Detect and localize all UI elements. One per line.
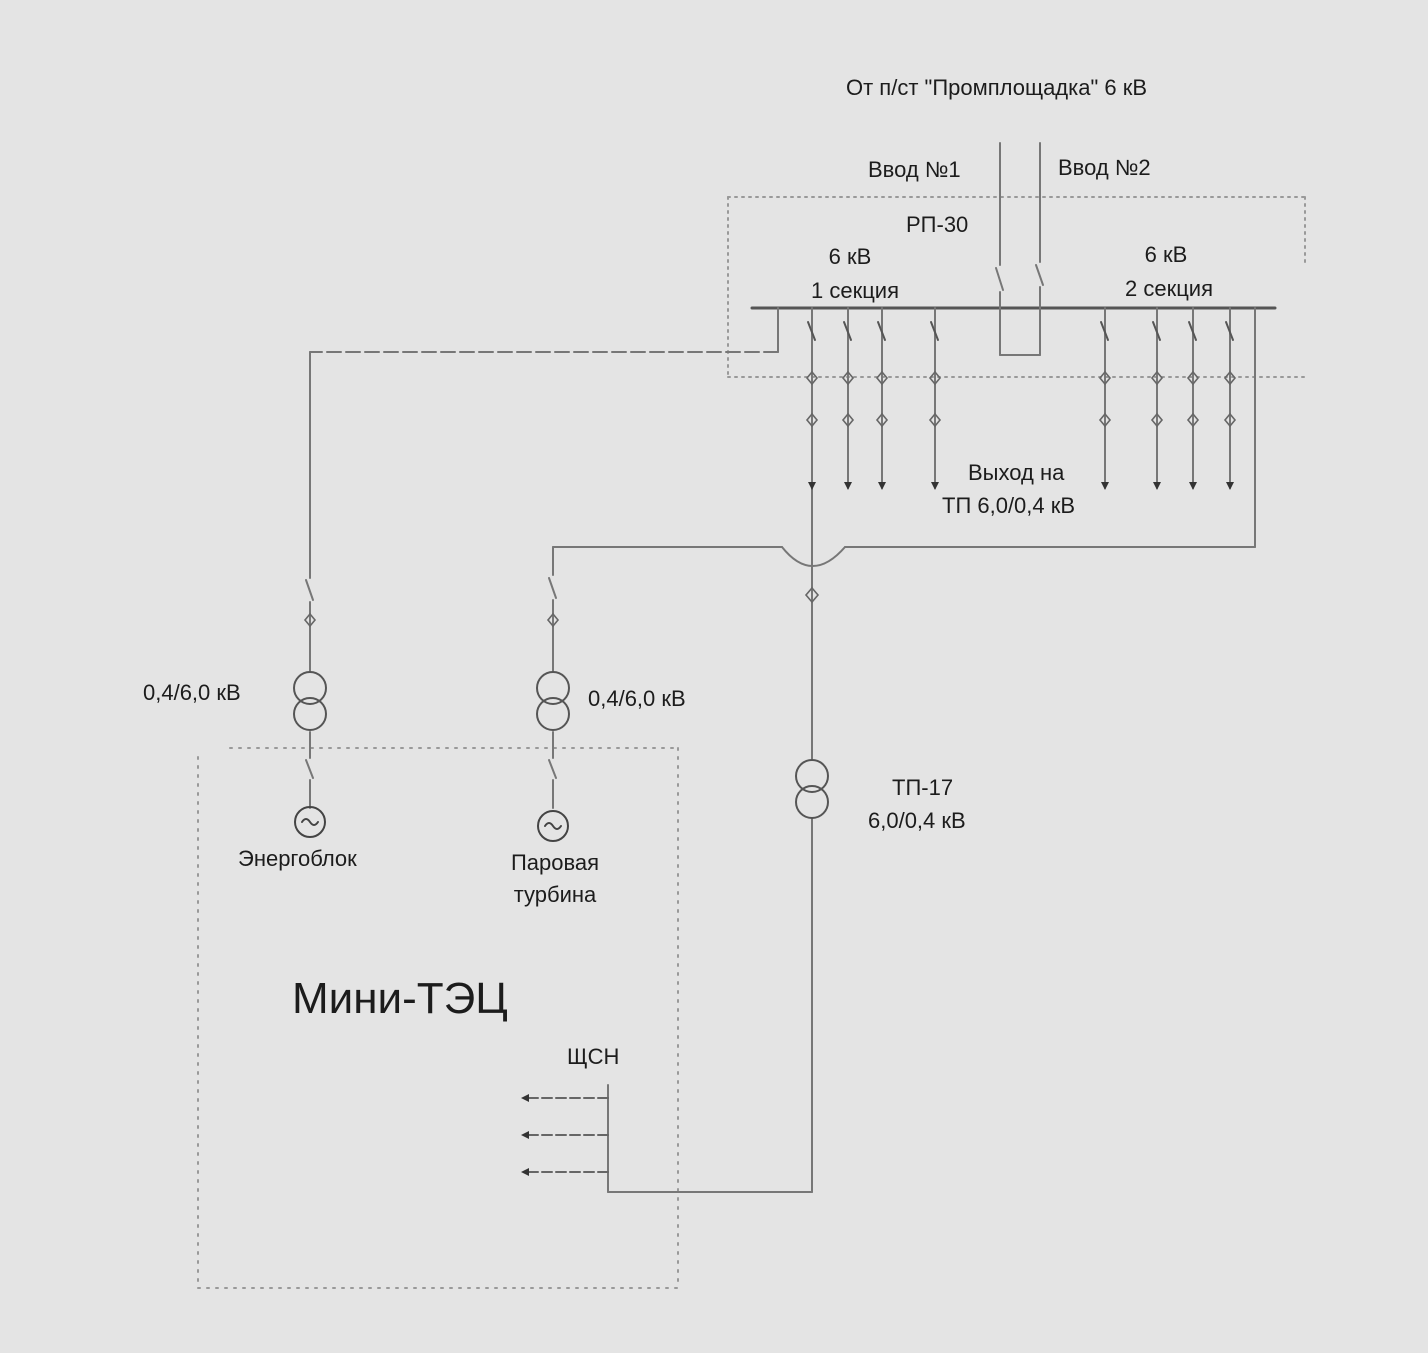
- input-1-line: [995, 142, 1041, 356]
- aux-board-outgoing: [524, 1097, 609, 1173]
- outgoing-feeders-section-2: [1104, 307, 1231, 489]
- source-label: От п/ст "Промплощадка" 6 кВ: [846, 75, 1148, 100]
- feeder-energoblok: [305, 307, 779, 809]
- generator-steam-turbine-symbol: [537, 810, 569, 842]
- rp30-enclosure: [727, 196, 1306, 378]
- output-label-line1: Выход на: [968, 460, 1065, 485]
- input-2-label: Ввод №2: [1058, 155, 1151, 180]
- section-1-voltage: 6 кВ: [828, 244, 872, 269]
- transformer-left-symbol: [293, 671, 327, 731]
- generator-energoblok-symbol: [294, 806, 326, 838]
- aux-board-arrows: [521, 1094, 529, 1176]
- transformer-tp17-symbol: [795, 759, 829, 819]
- output-label-line2: ТП 6,0/0,4 кВ: [942, 493, 1076, 518]
- input-2-line: [1035, 142, 1044, 356]
- feeder-steam-turbine: [548, 307, 1256, 809]
- transformer-left-label: 0,4/6,0 кВ: [143, 680, 241, 705]
- feeder-diamonds: [303, 370, 1237, 628]
- mini-tec-enclosure: [197, 747, 679, 1289]
- section-1-name: 1 секция: [810, 278, 899, 303]
- section-2-name: 2 секция: [1124, 276, 1213, 301]
- transformer-mid-symbol: [536, 671, 570, 731]
- input-1-label: Ввод №1: [868, 157, 961, 182]
- tp17-name: ТП-17: [892, 775, 954, 800]
- mini-tec-title: Мини-ТЭЦ: [292, 974, 508, 1023]
- aux-board-label: ЩСН: [567, 1044, 620, 1069]
- feeder-tp17: [607, 307, 813, 1193]
- transformer-mid-label: 0,4/6,0 кВ: [588, 686, 686, 711]
- generator-steam-label-line1: Паровая: [510, 850, 600, 875]
- section-2-voltage: 6 кВ: [1144, 242, 1188, 267]
- rp30-label: РП-30: [906, 212, 969, 237]
- outgoing-feeders-section-1: [847, 307, 936, 489]
- tp17-voltage: 6,0/0,4 кВ: [868, 808, 966, 833]
- feeder-breakers: [807, 321, 1234, 341]
- generator-steam-label-line2: турбина: [513, 882, 597, 907]
- feeder-arrows: [808, 482, 1234, 490]
- generator-energoblok-label: Энергоблок: [238, 846, 357, 871]
